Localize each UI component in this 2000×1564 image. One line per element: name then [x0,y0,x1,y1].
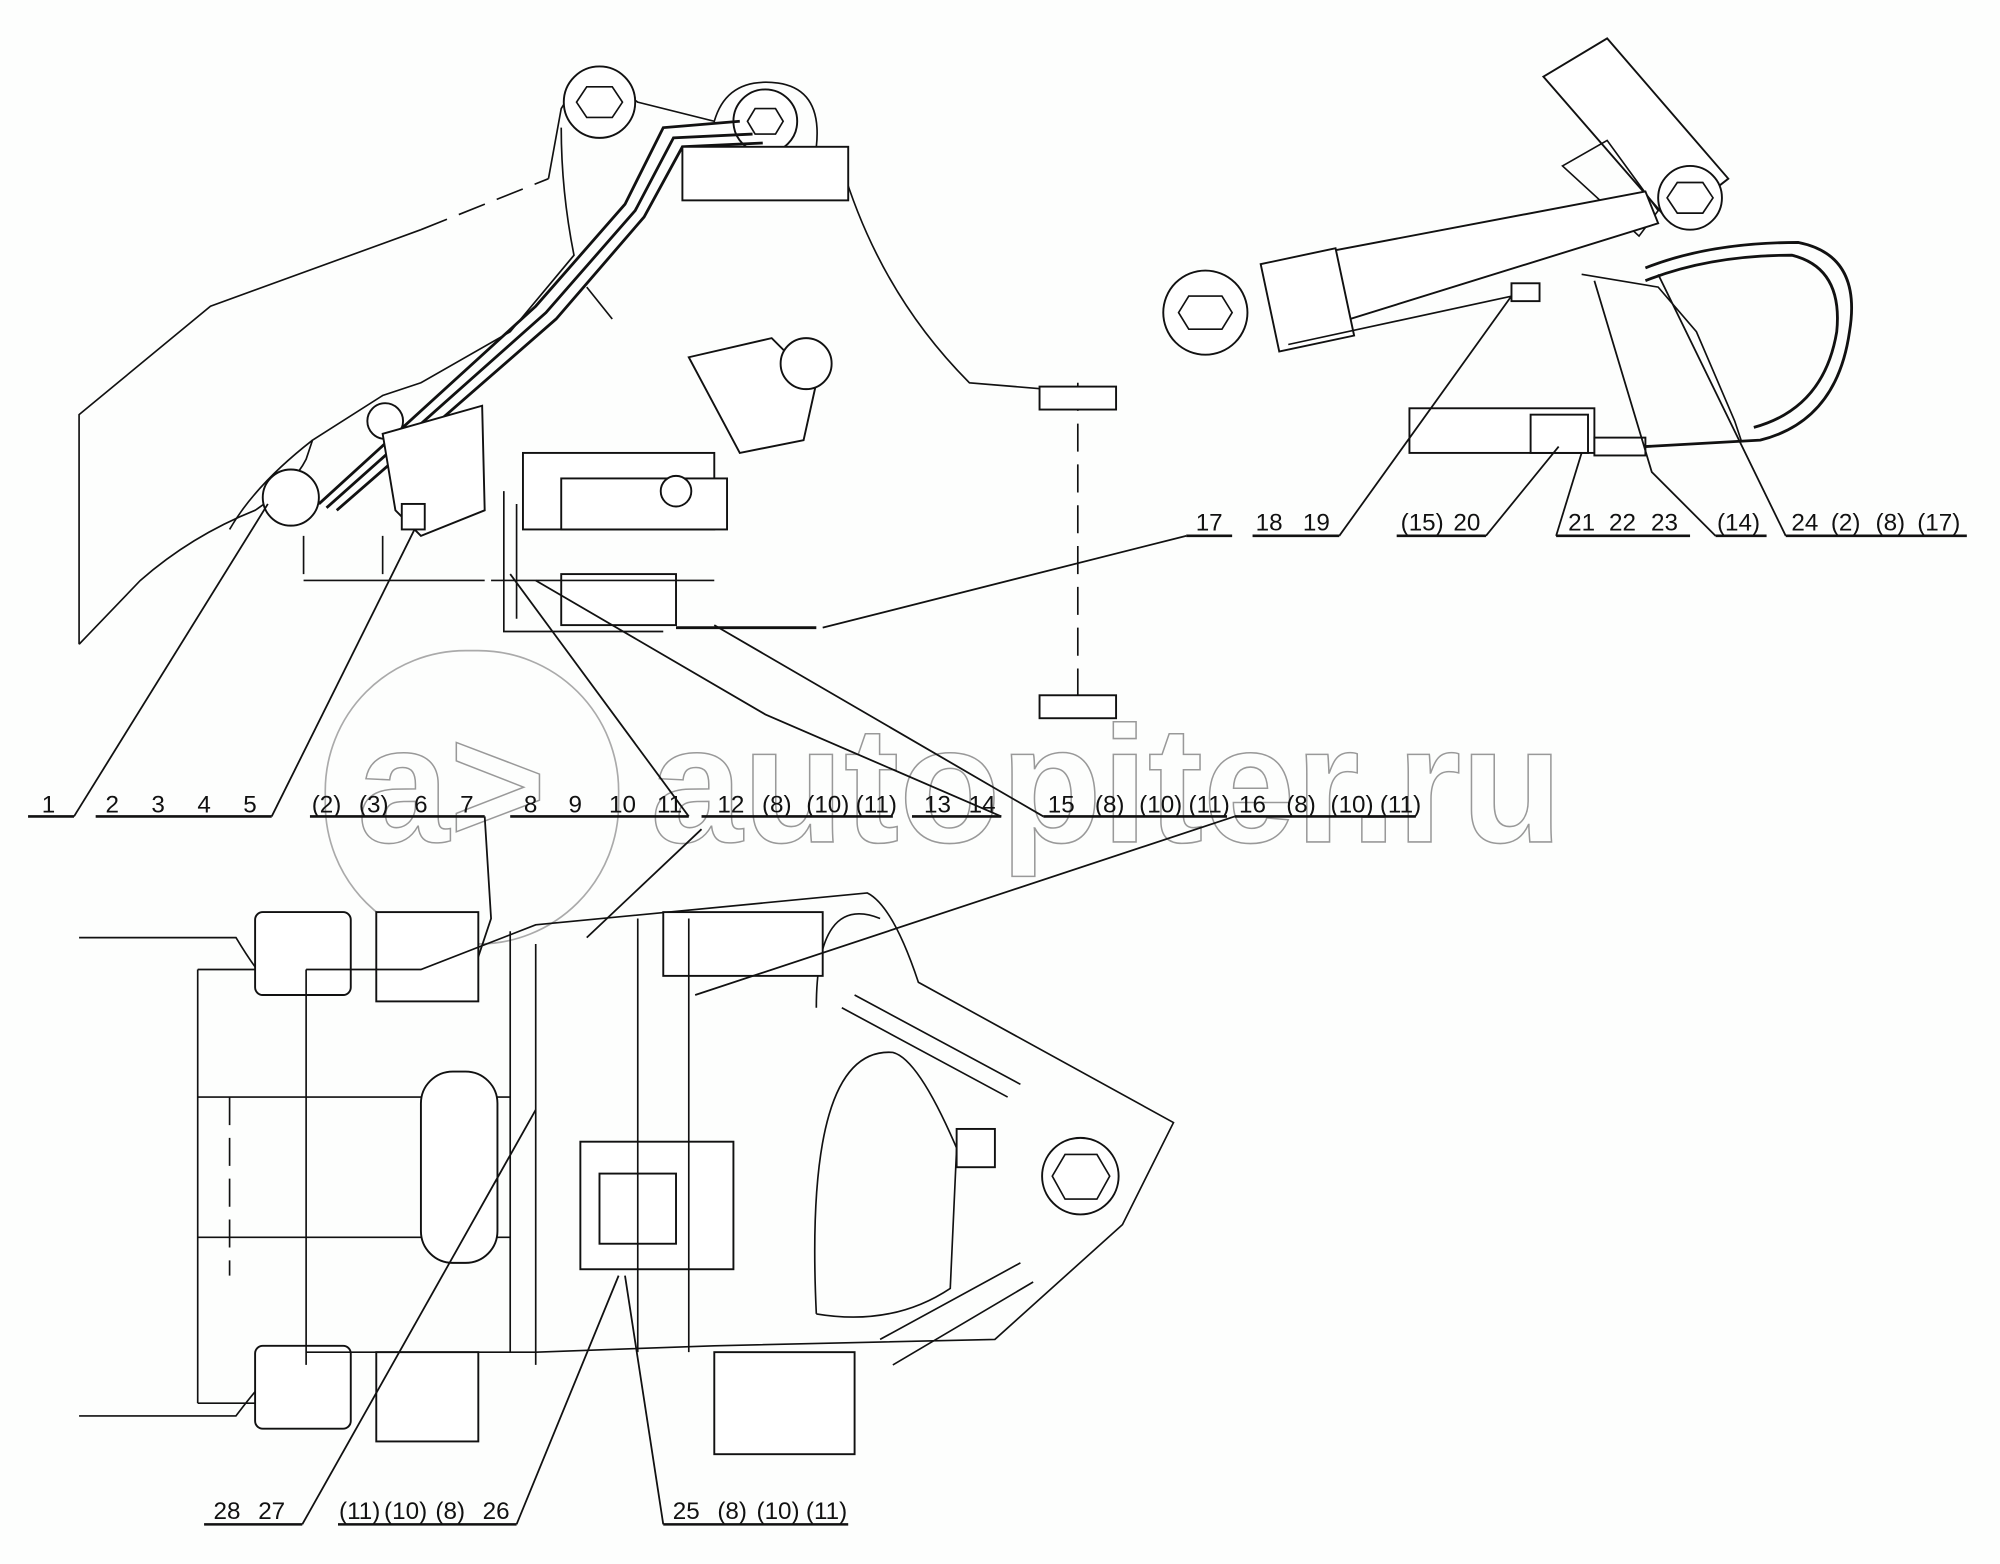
callout-label: 5 [243,792,256,819]
callout-label: 1 [42,792,55,819]
callout-label: 4 [197,792,210,819]
callout-label: (10) [757,1498,800,1525]
callout-label: 18 [1256,510,1283,537]
watermark-text: autopiter.ru [651,693,1563,878]
callout-label: 9 [569,792,582,819]
callout-label: 8 [524,792,537,819]
callout-label: 11 [657,792,682,819]
callout-label: (14) [1717,510,1760,537]
callout-label: (11) [1189,792,1230,819]
watermark-mark: a> [357,693,546,878]
callout-2-5: 2 3 4 5 [95,792,272,819]
frame-section [1038,382,1118,720]
callout-label: (10) [1139,792,1182,819]
callout-label: 23 [1651,510,1678,537]
callout-label: (8) [1876,510,1906,537]
callout-label: 3 [151,792,164,819]
callout-label: 22 [1609,510,1636,537]
callout-label: (10) [1331,792,1374,819]
callout-label: (8) [1286,792,1316,819]
callout-label: 27 [258,1498,285,1525]
callout-label: (8) [717,1498,747,1525]
callout-label: 14 [969,792,996,819]
callout-label: (11) [1380,792,1421,819]
callout-1: 1 [28,792,74,819]
callout-label: 12 [717,792,744,819]
callout-label: (15) [1401,510,1444,537]
callout-label: 7 [460,792,473,819]
callout-26: (11) (10) (8) 26 [338,1498,517,1526]
callout-label: (11) [339,1498,380,1525]
callout-label: (10) [806,792,849,819]
callout-16: 16 (8) (10) (11) [1234,792,1421,819]
watermark: a> autopiter.ru [324,649,1563,945]
callout-label: 6 [414,792,427,819]
callout-18-19: 18 19 [1252,510,1340,538]
callout-label: 13 [924,792,951,819]
callout-label: (3) [359,792,389,819]
callout-label: 15 [1048,792,1075,819]
callout-21-23: 21 22 23 [1556,510,1691,538]
callout-label: (2) [1831,510,1861,537]
callout-13-14: 13 14 [911,792,1002,819]
callout-label: (17) [1917,510,1960,537]
callout-14: (14) [1715,510,1767,538]
callout-label: 28 [214,1498,241,1525]
valve-block-top [491,451,817,633]
callout-label: 26 [483,1498,510,1525]
callout-2-3-6-7: (2) (3) 6 7 [309,792,485,819]
callout-label: 20 [1453,510,1480,537]
callout-label: (8) [762,792,792,819]
callout-label: 21 [1568,510,1595,537]
callout-label: (11) [856,792,897,819]
callout-8-11: 8 9 10 11 [510,792,689,819]
callout-label: 2 [106,792,119,819]
callout-25: 25 (8) (10) (11) [663,1498,849,1526]
callout-label: (10) [384,1498,427,1525]
callout-label: (11) [806,1498,847,1525]
callout-label: 24 [1791,510,1818,537]
callout-17: 17 [1186,510,1233,538]
callout-label: 17 [1196,510,1223,537]
callout-label: 10 [609,792,636,819]
boom-plan-view [79,892,1175,1456]
callout-label: (8) [435,1498,465,1525]
callout-label: 16 [1239,792,1266,819]
callout-label: 19 [1303,510,1330,537]
leader-lines [73,273,1787,1525]
callout-15-20: (15) 20 [1396,510,1486,538]
callout-24: 24 (2) (8) (17) [1785,510,1967,538]
callout-12: 12 (8) (10) (11) [701,792,897,819]
callout-label: 25 [673,1498,700,1525]
callout-label: (8) [1095,792,1125,819]
callout-15: 15 (8) (10) (11) [1043,792,1230,819]
cylinder-detail [1162,37,1854,457]
callout-28-27: 28 27 [204,1498,303,1526]
boom-side-view [78,65,1046,645]
callout-label: (2) [312,792,342,819]
